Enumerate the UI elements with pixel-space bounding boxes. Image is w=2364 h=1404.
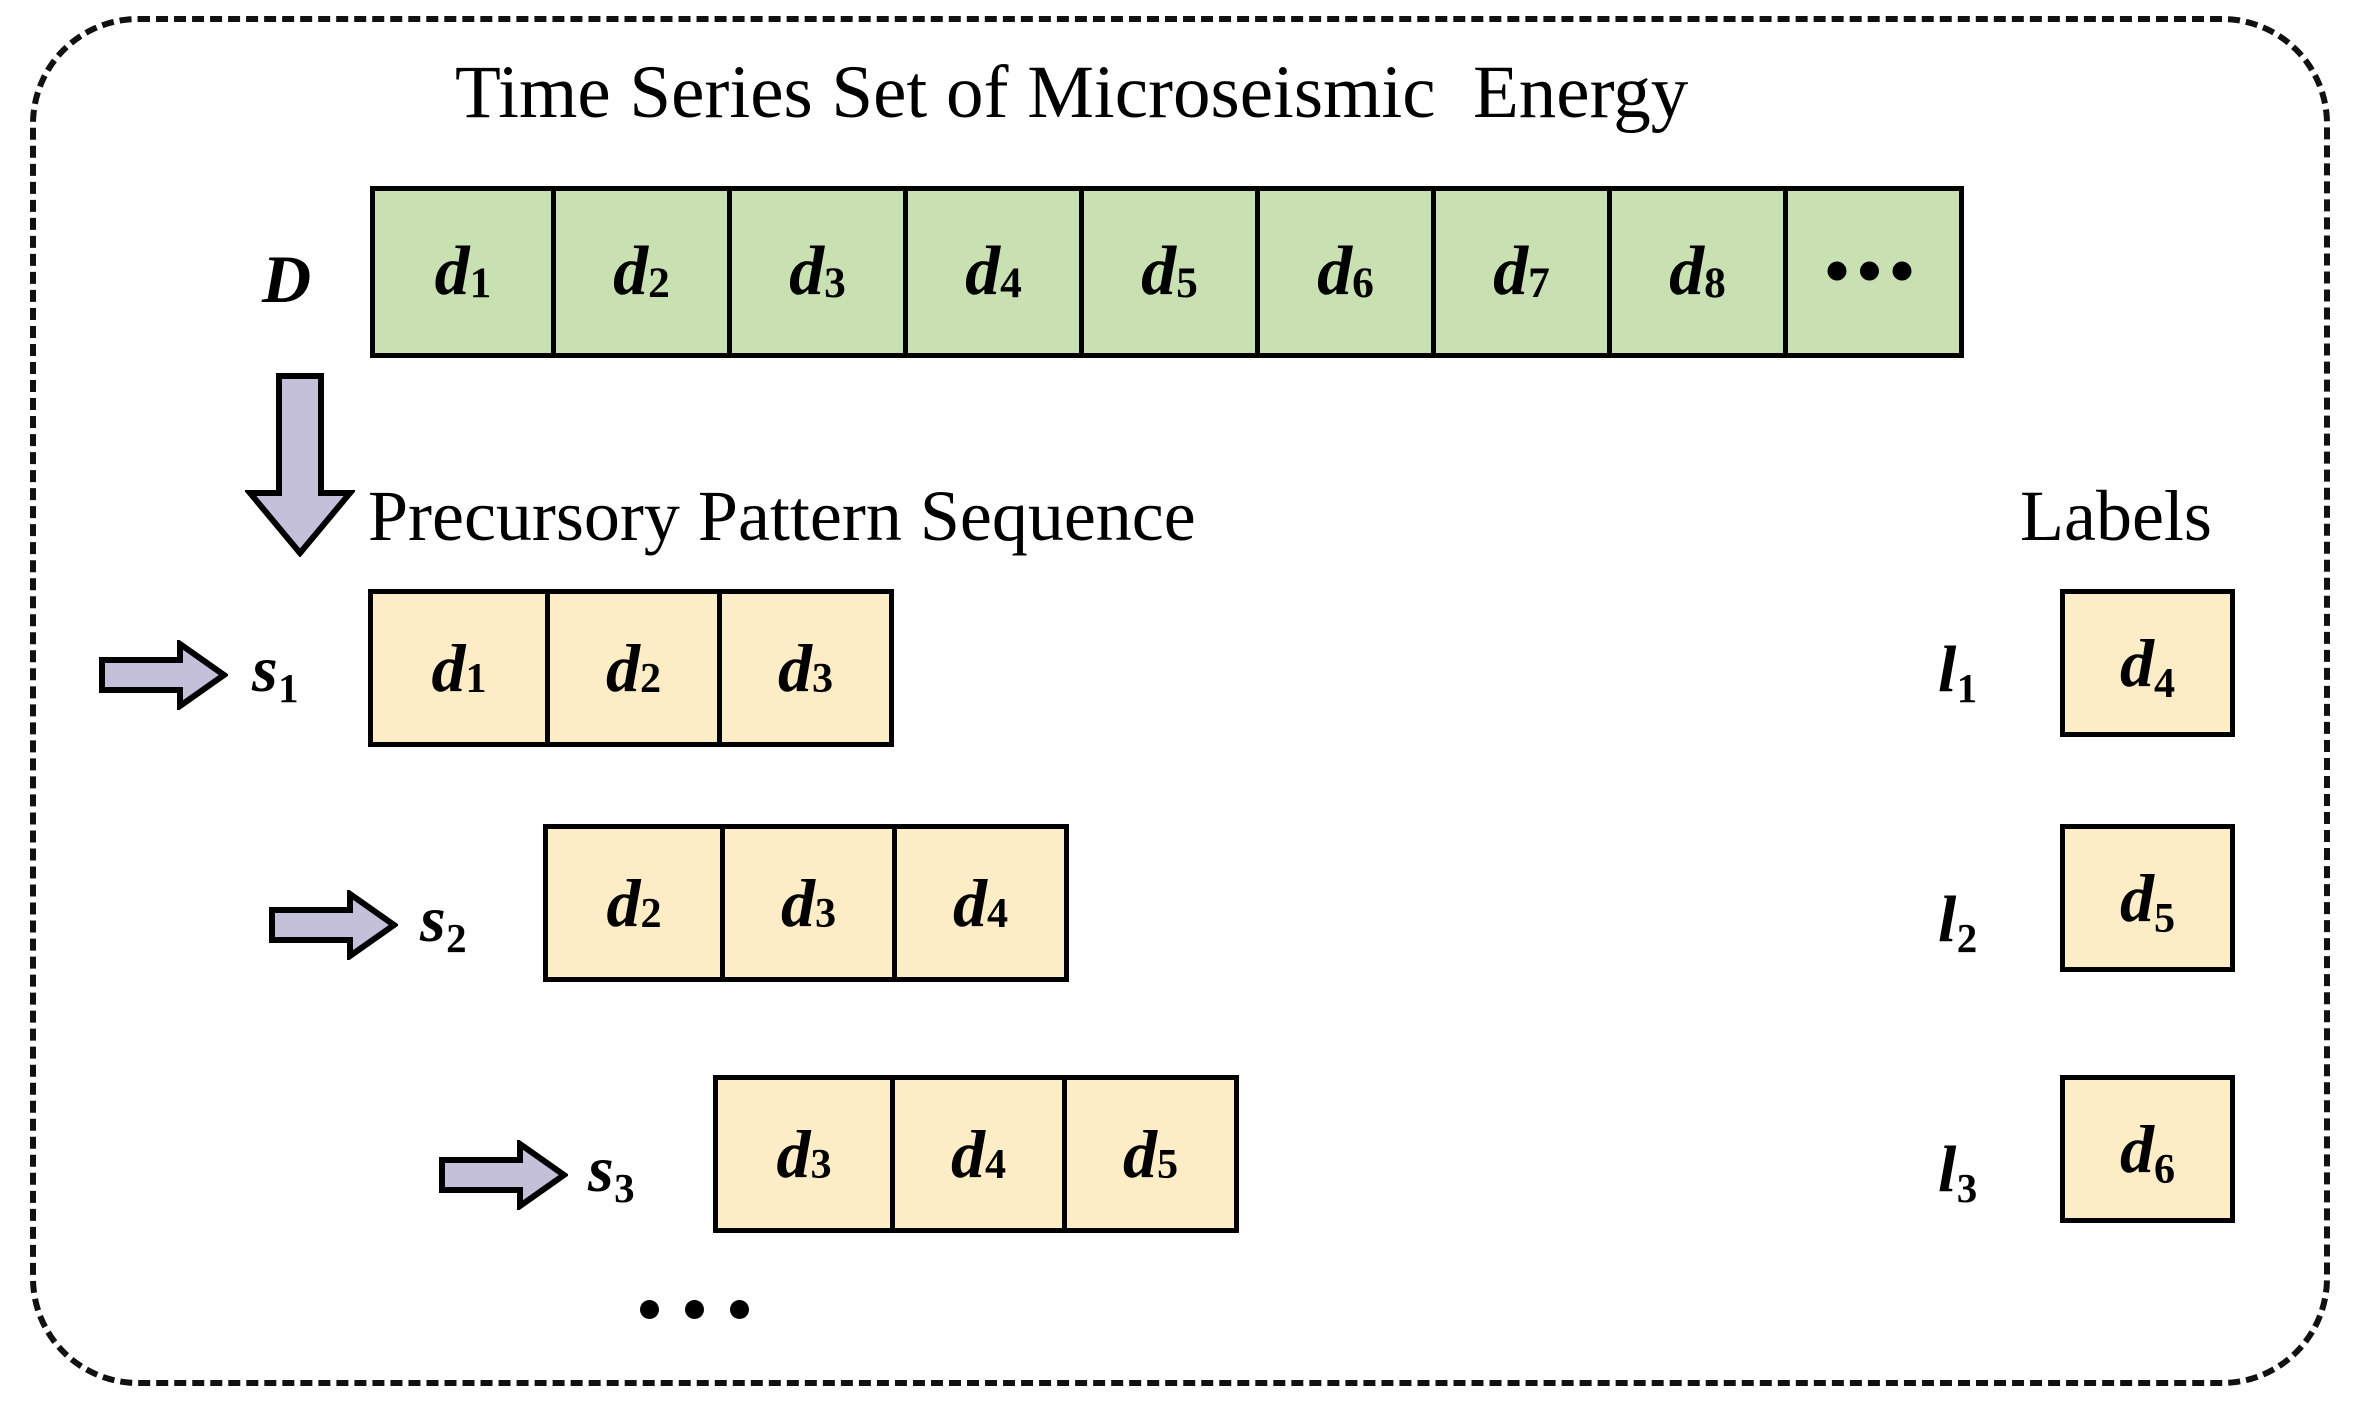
cell-ellipsis: ••• (1783, 191, 1959, 353)
label-name-l3: l3 (1938, 1133, 1978, 1211)
ellipsis-dot (685, 1300, 704, 1319)
pattern-sequence-title: Precursory Pattern Sequence (368, 476, 1196, 556)
label-box-l1: d4 (2060, 589, 2235, 737)
bottom-ellipsis (640, 1300, 749, 1319)
dataset-symbol-D: D (262, 241, 312, 317)
sequence-name-s2: s2 (420, 883, 467, 961)
label-name-l2: l2 (1938, 883, 1978, 961)
label-name-l1: l1 (1938, 633, 1978, 711)
down-arrow-icon (245, 373, 355, 557)
label-box-l2: d5 (2060, 824, 2235, 972)
ellipsis-dot (640, 1300, 659, 1319)
right-arrow-icon (99, 640, 228, 710)
right-arrow-icon (269, 890, 398, 960)
ellipsis-dot (730, 1300, 749, 1319)
right-arrow-icon (439, 1140, 568, 1210)
labels-title: Labels (2020, 476, 2212, 556)
sequence-name-s3: s3 (588, 1133, 635, 1211)
time-series-title: Time Series Set of Microseismic Energy (455, 51, 1689, 134)
label-box-l3: d6 (2060, 1075, 2235, 1223)
sequence-name-s1: s1 (252, 633, 299, 711)
figure-dashed-border (30, 16, 2330, 1386)
